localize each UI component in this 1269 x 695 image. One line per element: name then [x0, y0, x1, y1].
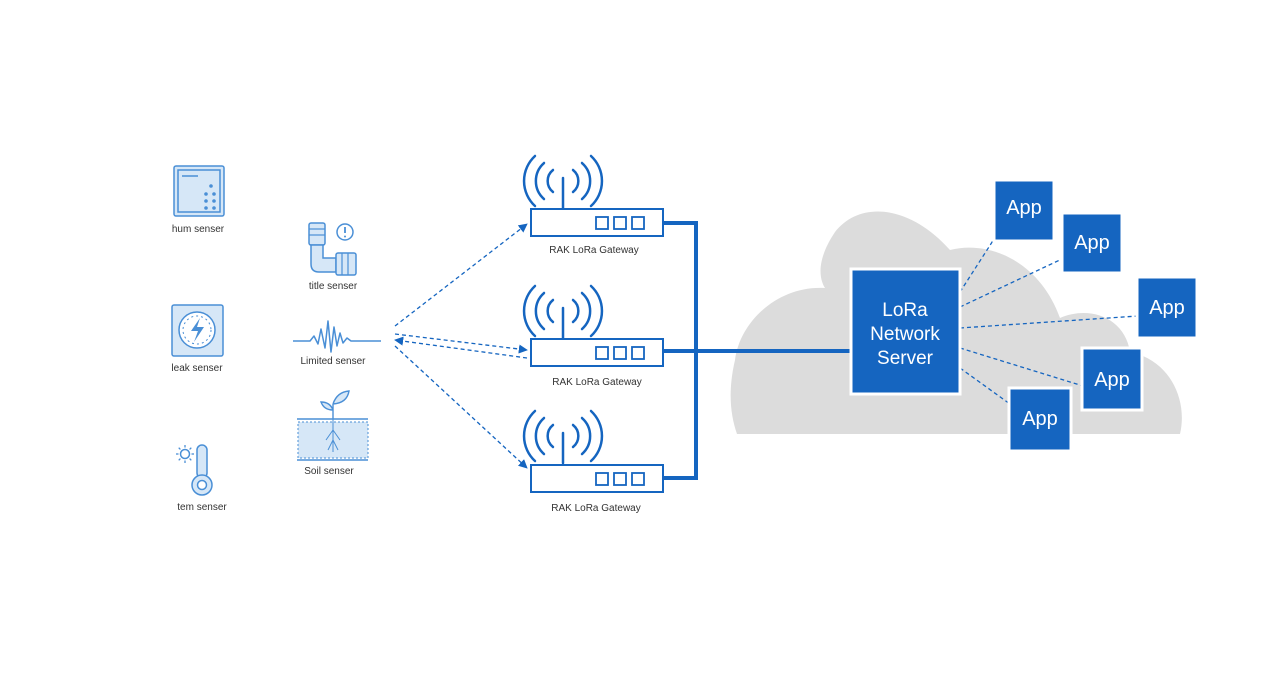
limited-sensor: Limited senser — [293, 320, 381, 367]
app-box: App — [1007, 386, 1073, 453]
app-link-5 — [959, 367, 1011, 405]
gateway-bottom: RAK LoRa Gateway — [522, 409, 664, 514]
gateway-label: RAK LoRa Gateway — [549, 245, 639, 256]
vibration-wave-icon — [293, 320, 381, 353]
radio-link-middle-b — [394, 336, 528, 359]
antenna-gateway-icon — [522, 154, 604, 210]
gateway-label: RAK LoRa Gateway — [552, 377, 642, 388]
radio-links — [394, 223, 528, 469]
sensor-label: leak senser — [171, 363, 223, 374]
thermometer-sun-icon — [176, 444, 213, 496]
radio-link-bottom — [394, 345, 528, 469]
app-link-3 — [959, 315, 1139, 329]
gateway-label: RAK LoRa Gateway — [551, 503, 641, 514]
gateway-top: RAK LoRa Gateway — [522, 154, 664, 256]
app-box: App — [1060, 211, 1124, 275]
antenna-gateway-icon — [522, 284, 604, 340]
app-link-2 — [959, 257, 1065, 308]
app-label: App — [1074, 232, 1110, 254]
radio-link-middle-a — [394, 333, 528, 354]
soil-plant-icon — [297, 390, 369, 461]
gateway-middle: RAK LoRa Gateway — [522, 284, 664, 388]
soil-sensor: Soil senser — [297, 390, 369, 477]
app-links — [959, 235, 1139, 405]
radio-link-top — [394, 223, 528, 327]
app-label: App — [1006, 197, 1042, 219]
hum-sensor: hum senser — [172, 165, 225, 235]
server-label-line-3: Server — [877, 348, 934, 369]
tilt-pipe-icon — [308, 222, 357, 276]
app-box: App — [992, 178, 1056, 243]
server-label-line-2: Network — [870, 324, 940, 345]
sensor-label: hum senser — [172, 224, 225, 235]
leak-sensor: leak senser — [171, 304, 224, 374]
lora-network-server: LoRa Network Server — [849, 267, 962, 396]
backhaul-lines — [663, 221, 853, 480]
sensor-label: Limited senser — [300, 356, 366, 367]
leak-gauge-icon — [171, 304, 224, 357]
sensor-label: tem senser — [177, 502, 227, 513]
server-label-line-1: LoRa — [882, 300, 928, 321]
antenna-gateway-icon — [522, 409, 604, 465]
app-box: App — [1080, 346, 1144, 412]
app-label: App — [1149, 297, 1185, 319]
sensor-label: Soil senser — [304, 466, 354, 477]
tem-sensor: tem senser — [176, 444, 227, 513]
app-label: App — [1022, 408, 1058, 430]
app-link-4 — [959, 347, 1084, 387]
title-sensor: title senser — [308, 222, 358, 292]
app-label: App — [1094, 369, 1130, 391]
app-box: App — [1135, 275, 1199, 340]
sensor-label: title senser — [309, 281, 358, 292]
humidity-panel-icon — [173, 165, 225, 217]
